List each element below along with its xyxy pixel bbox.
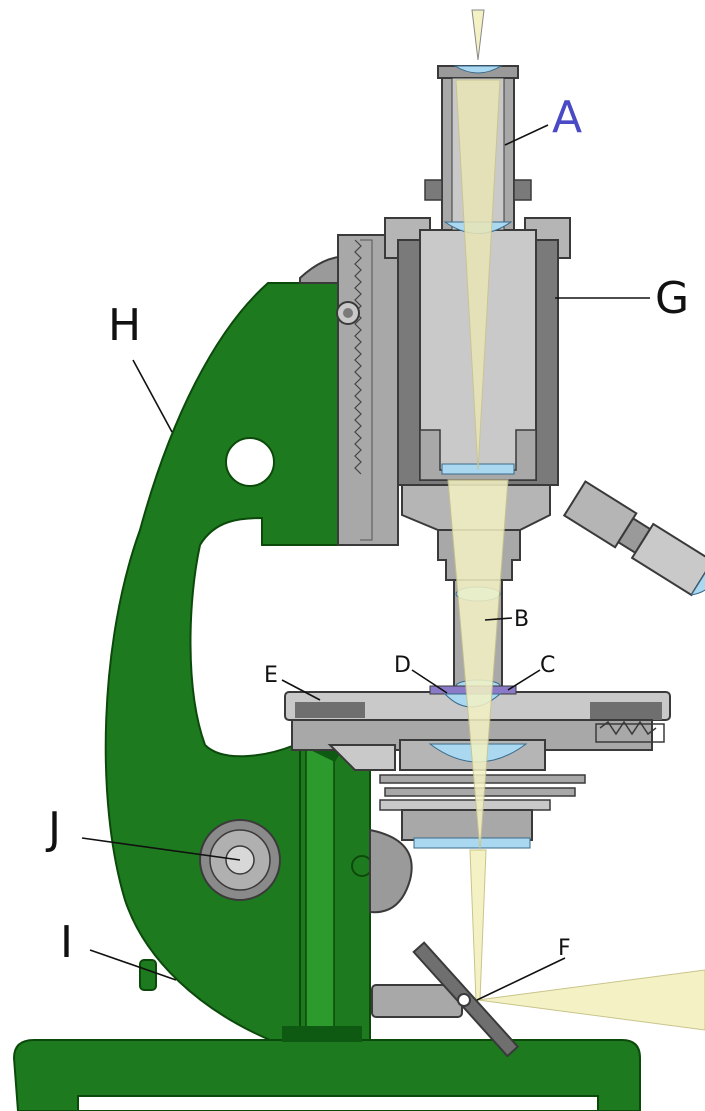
leader-line-e [281, 679, 321, 701]
label-b: B [514, 607, 529, 632]
leader-line-c [507, 669, 541, 691]
leader-line-h [132, 359, 173, 433]
mirror [371, 941, 520, 1058]
leader-line-j [81, 837, 241, 861]
label-h: H [108, 300, 141, 351]
microscope-arm [104, 282, 373, 1042]
leader-line-b [484, 617, 513, 621]
microscope-base [12, 1039, 641, 1111]
focus-rack [336, 234, 399, 546]
light-beam [447, 9, 705, 1031]
label-e: E [264, 663, 278, 688]
leader-line-d [411, 669, 448, 694]
label-d: D [394, 653, 411, 678]
label-i: I [60, 917, 73, 968]
label-j: J [45, 803, 61, 854]
label-f: F [558, 936, 571, 961]
label-a: A [552, 92, 582, 143]
leader-line-i [89, 949, 177, 981]
leader-line-f [476, 957, 566, 1001]
label-g: G [655, 273, 689, 324]
leader-line-a [504, 124, 549, 146]
label-c: C [540, 653, 555, 678]
